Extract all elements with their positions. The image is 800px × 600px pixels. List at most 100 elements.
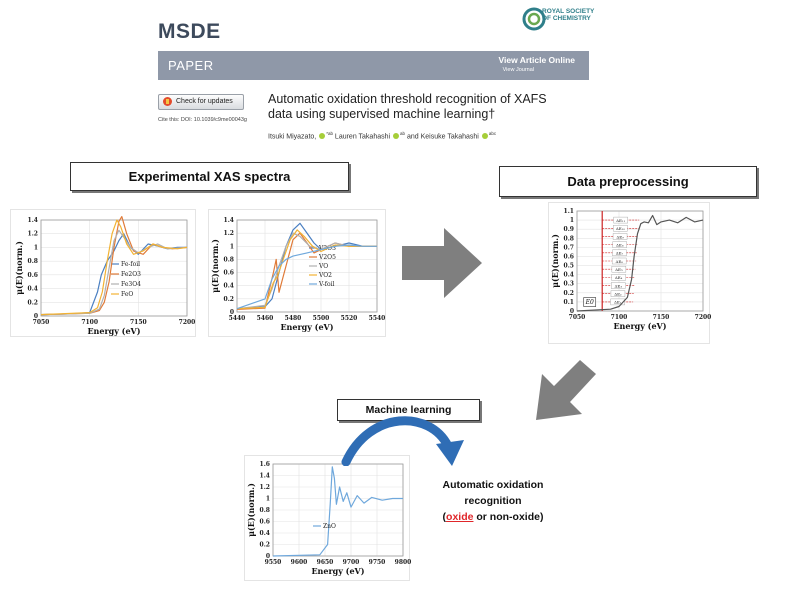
y-axis-title: μ(E)(norm.) (14, 241, 24, 295)
author-name[interactable]: Itsuki Miyazato, (268, 133, 317, 141)
y-tick-label: 0.9 (564, 226, 574, 233)
view-journal-link[interactable]: View Journal (502, 67, 534, 73)
x-tick-label: 5540 (369, 315, 386, 322)
x-tick-label: 5480 (285, 315, 302, 322)
x-tick-label: 7100 (611, 314, 628, 321)
x-tick-label: 5460 (257, 315, 274, 322)
legend-label: Fe-foil (121, 261, 140, 268)
article-type-bar: PAPER View Article Online View Journal (158, 51, 589, 80)
y-tick-label: 0.6 (260, 519, 270, 526)
x-tick-label: 7150 (653, 314, 670, 321)
rsc-emblem-icon (522, 7, 546, 31)
result-line-2: recognition (464, 495, 522, 507)
x-tick-label: 7050 (569, 314, 586, 321)
x-tick-label: 9700 (343, 559, 360, 566)
y-tick-label: 0.8 (564, 235, 574, 242)
legend-label: Fe2O3 (121, 271, 141, 278)
x-tick-label: 5500 (313, 315, 330, 322)
series-line (40, 229, 188, 316)
legend-label: FeO (121, 291, 133, 298)
result-line-1: Automatic oxidation (442, 479, 544, 491)
y-tick-label: 0.2 (260, 542, 270, 549)
orcid-icon[interactable] (481, 133, 488, 140)
view-article-online-link[interactable]: View Article Online (498, 55, 575, 65)
down-left-arrow-icon (536, 360, 596, 420)
y-tick-label: 1 (266, 496, 270, 503)
series-line (272, 466, 403, 557)
author-affiliation: *ab (326, 131, 333, 136)
plot-frame (40, 219, 188, 317)
step-label-box (611, 265, 627, 273)
y-tick-label: 0 (570, 308, 574, 315)
y-tick-label: 1.4 (28, 217, 38, 224)
series-line (40, 215, 188, 316)
step-label: ΔE₁ (614, 300, 622, 305)
step-label-box (612, 249, 627, 257)
y-axis-title: μ(E)(norm.) (246, 483, 256, 537)
legend-label: V-foil (318, 281, 335, 288)
preprocessing-label: Data preprocessing (499, 166, 757, 197)
y-tick-label: 0.3 (564, 281, 574, 288)
crossmark-icon (163, 97, 172, 106)
step-label-box (612, 233, 628, 240)
oxide-highlight: oxide (446, 511, 474, 523)
orcid-icon[interactable] (319, 133, 326, 140)
step-label-box (612, 241, 627, 248)
y-tick-label: 0.8 (260, 507, 270, 514)
author-affiliation: abc (488, 131, 497, 136)
x-axis-title: Energy (eV) (87, 326, 140, 336)
e0-annotation: E0 (585, 299, 594, 306)
author-list: Itsuki Miyazato, *ab Lauren Takahashi ab… (268, 131, 496, 140)
y-tick-label: 0.4 (564, 272, 574, 279)
orcid-icon[interactable] (393, 133, 400, 140)
x-tick-label: 7200 (695, 314, 712, 321)
check-for-updates-button[interactable]: Check for updates (158, 94, 244, 110)
x-tick-label: 7050 (33, 319, 50, 326)
y-tick-label: 0.6 (224, 270, 234, 277)
result-rest: or non-oxide) (473, 511, 544, 523)
series-line (40, 219, 188, 316)
plot-frame (236, 219, 378, 313)
curved-arrow-icon (341, 416, 464, 466)
y-axis-title: μ(E)(norm.) (550, 234, 560, 288)
legend-label: VO2 (318, 272, 332, 279)
series-line (236, 222, 377, 310)
y-tick-label: 0.6 (564, 253, 574, 260)
legend-label: V2O5 (318, 254, 336, 261)
step-label-box (611, 282, 626, 289)
author-name[interactable]: Lauren Takahashi (334, 133, 391, 141)
y-tick-label: 0.6 (28, 272, 38, 279)
experimental-spectra-label: Experimental XAS spectra (70, 162, 349, 191)
x-axis-title: Energy (eV) (613, 321, 666, 331)
step-label: ΔE₆ (615, 259, 623, 264)
plot-frame (272, 463, 404, 557)
series-line (236, 244, 377, 310)
y-tick-label: 0.4 (260, 530, 270, 537)
result-open-paren: ( (442, 511, 447, 523)
step-label: ΔE₁₀ (616, 226, 625, 231)
legend-label: Fe3O4 (121, 281, 141, 288)
citation-doi: Cite this: DOI: 10.1039/c9me00043g (158, 117, 247, 123)
legend-label: ZnO (323, 523, 336, 530)
journal-name: MSDE (158, 20, 221, 43)
x-tick-label: 7200 (179, 319, 196, 326)
y-tick-label: 1.2 (224, 230, 234, 237)
y-tick-label: 1.6 (260, 461, 270, 468)
recognition-result-text: Automatic oxidation recognition (oxide o… (418, 477, 568, 525)
step-label-box (613, 216, 628, 224)
x-axis-title: Energy (eV) (280, 322, 333, 332)
step-label: ΔE₇ (616, 251, 624, 256)
step-label-box (611, 274, 626, 281)
step-label-box (610, 290, 626, 297)
paper-title: Automatic oxidation threshold recognitio… (268, 92, 547, 121)
y-tick-label: 0.7 (564, 244, 574, 251)
plot-frame (576, 210, 704, 312)
y-tick-label: 1.1 (564, 208, 574, 215)
author-name[interactable]: and Keisuke Takahashi (406, 133, 479, 141)
